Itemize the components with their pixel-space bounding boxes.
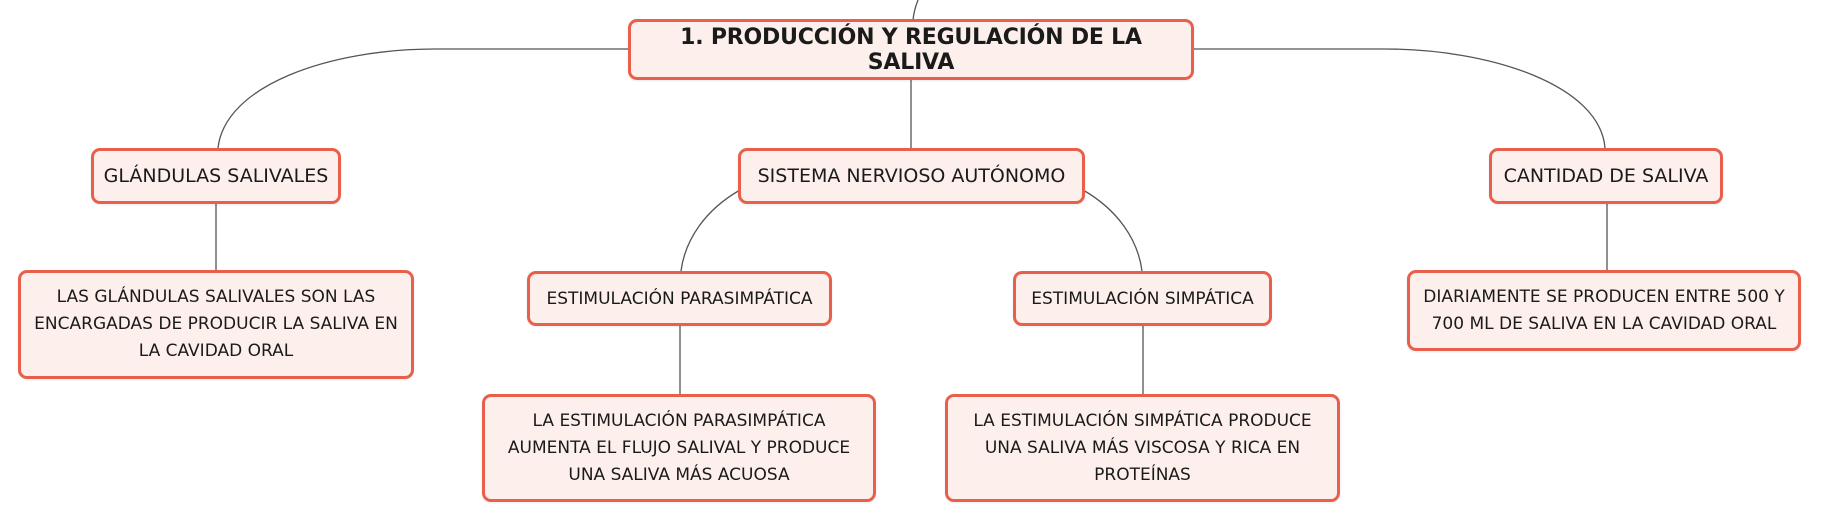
connector-parent-to-root — [912, 0, 919, 21]
detail-parasimpatica-text: LA ESTIMULACIÓN PARASIMPÁTICA AUMENTA EL… — [507, 410, 851, 485]
node-simpatica-label: ESTIMULACIÓN SIMPÁTICA — [1031, 288, 1254, 309]
node-simpatica[interactable]: ESTIMULACIÓN SIMPÁTICA — [1013, 271, 1272, 326]
node-sistema-nervioso[interactable]: SISTEMA NERVIOSO AUTÓNOMO — [738, 148, 1085, 204]
detail-simpatica[interactable]: LA ESTIMULACIÓN SIMPÁTICA PRODUCE UNA SA… — [945, 394, 1340, 502]
node-parasimpatica-label: ESTIMULACIÓN PARASIMPÁTICA — [546, 288, 813, 309]
root-node[interactable]: 1. PRODUCCIÓN Y REGULACIÓN DE LA SALIVA — [628, 19, 1194, 80]
root-title: 1. PRODUCCIÓN Y REGULACIÓN DE LA SALIVA — [680, 24, 1142, 75]
connector-sistema-to-parasimpatica — [680, 189, 741, 272]
detail-cantidad[interactable]: DIARIAMENTE SE PRODUCEN ENTRE 500 Y 700 … — [1407, 270, 1801, 351]
detail-glandulas-text: LAS GLÁNDULAS SALIVALES SON LAS ENCARGAD… — [34, 287, 398, 361]
node-parasimpatica[interactable]: ESTIMULACIÓN PARASIMPÁTICA — [527, 271, 832, 326]
node-glandulas-label: GLÁNDULAS SALIVALES — [103, 165, 329, 187]
connector-root-to-cantidad — [1192, 48, 1606, 149]
node-sistema-label: SISTEMA NERVIOSO AUTÓNOMO — [757, 165, 1066, 187]
node-cantidad-saliva[interactable]: CANTIDAD DE SALIVA — [1489, 148, 1723, 204]
connector-sistema-to-simpatica — [1082, 189, 1143, 272]
connector-root-to-glandulas — [217, 48, 630, 149]
detail-parasimpatica[interactable]: LA ESTIMULACIÓN PARASIMPÁTICA AUMENTA EL… — [482, 394, 876, 502]
node-cantidad-label: CANTIDAD DE SALIVA — [1503, 165, 1709, 187]
detail-glandulas[interactable]: LAS GLÁNDULAS SALIVALES SON LAS ENCARGAD… — [18, 270, 414, 379]
detail-simpatica-text: LA ESTIMULACIÓN SIMPÁTICA PRODUCE UNA SA… — [973, 410, 1312, 485]
detail-cantidad-text: DIARIAMENTE SE PRODUCEN ENTRE 500 Y 700 … — [1423, 286, 1785, 334]
node-glandulas-salivales[interactable]: GLÁNDULAS SALIVALES — [91, 148, 341, 204]
